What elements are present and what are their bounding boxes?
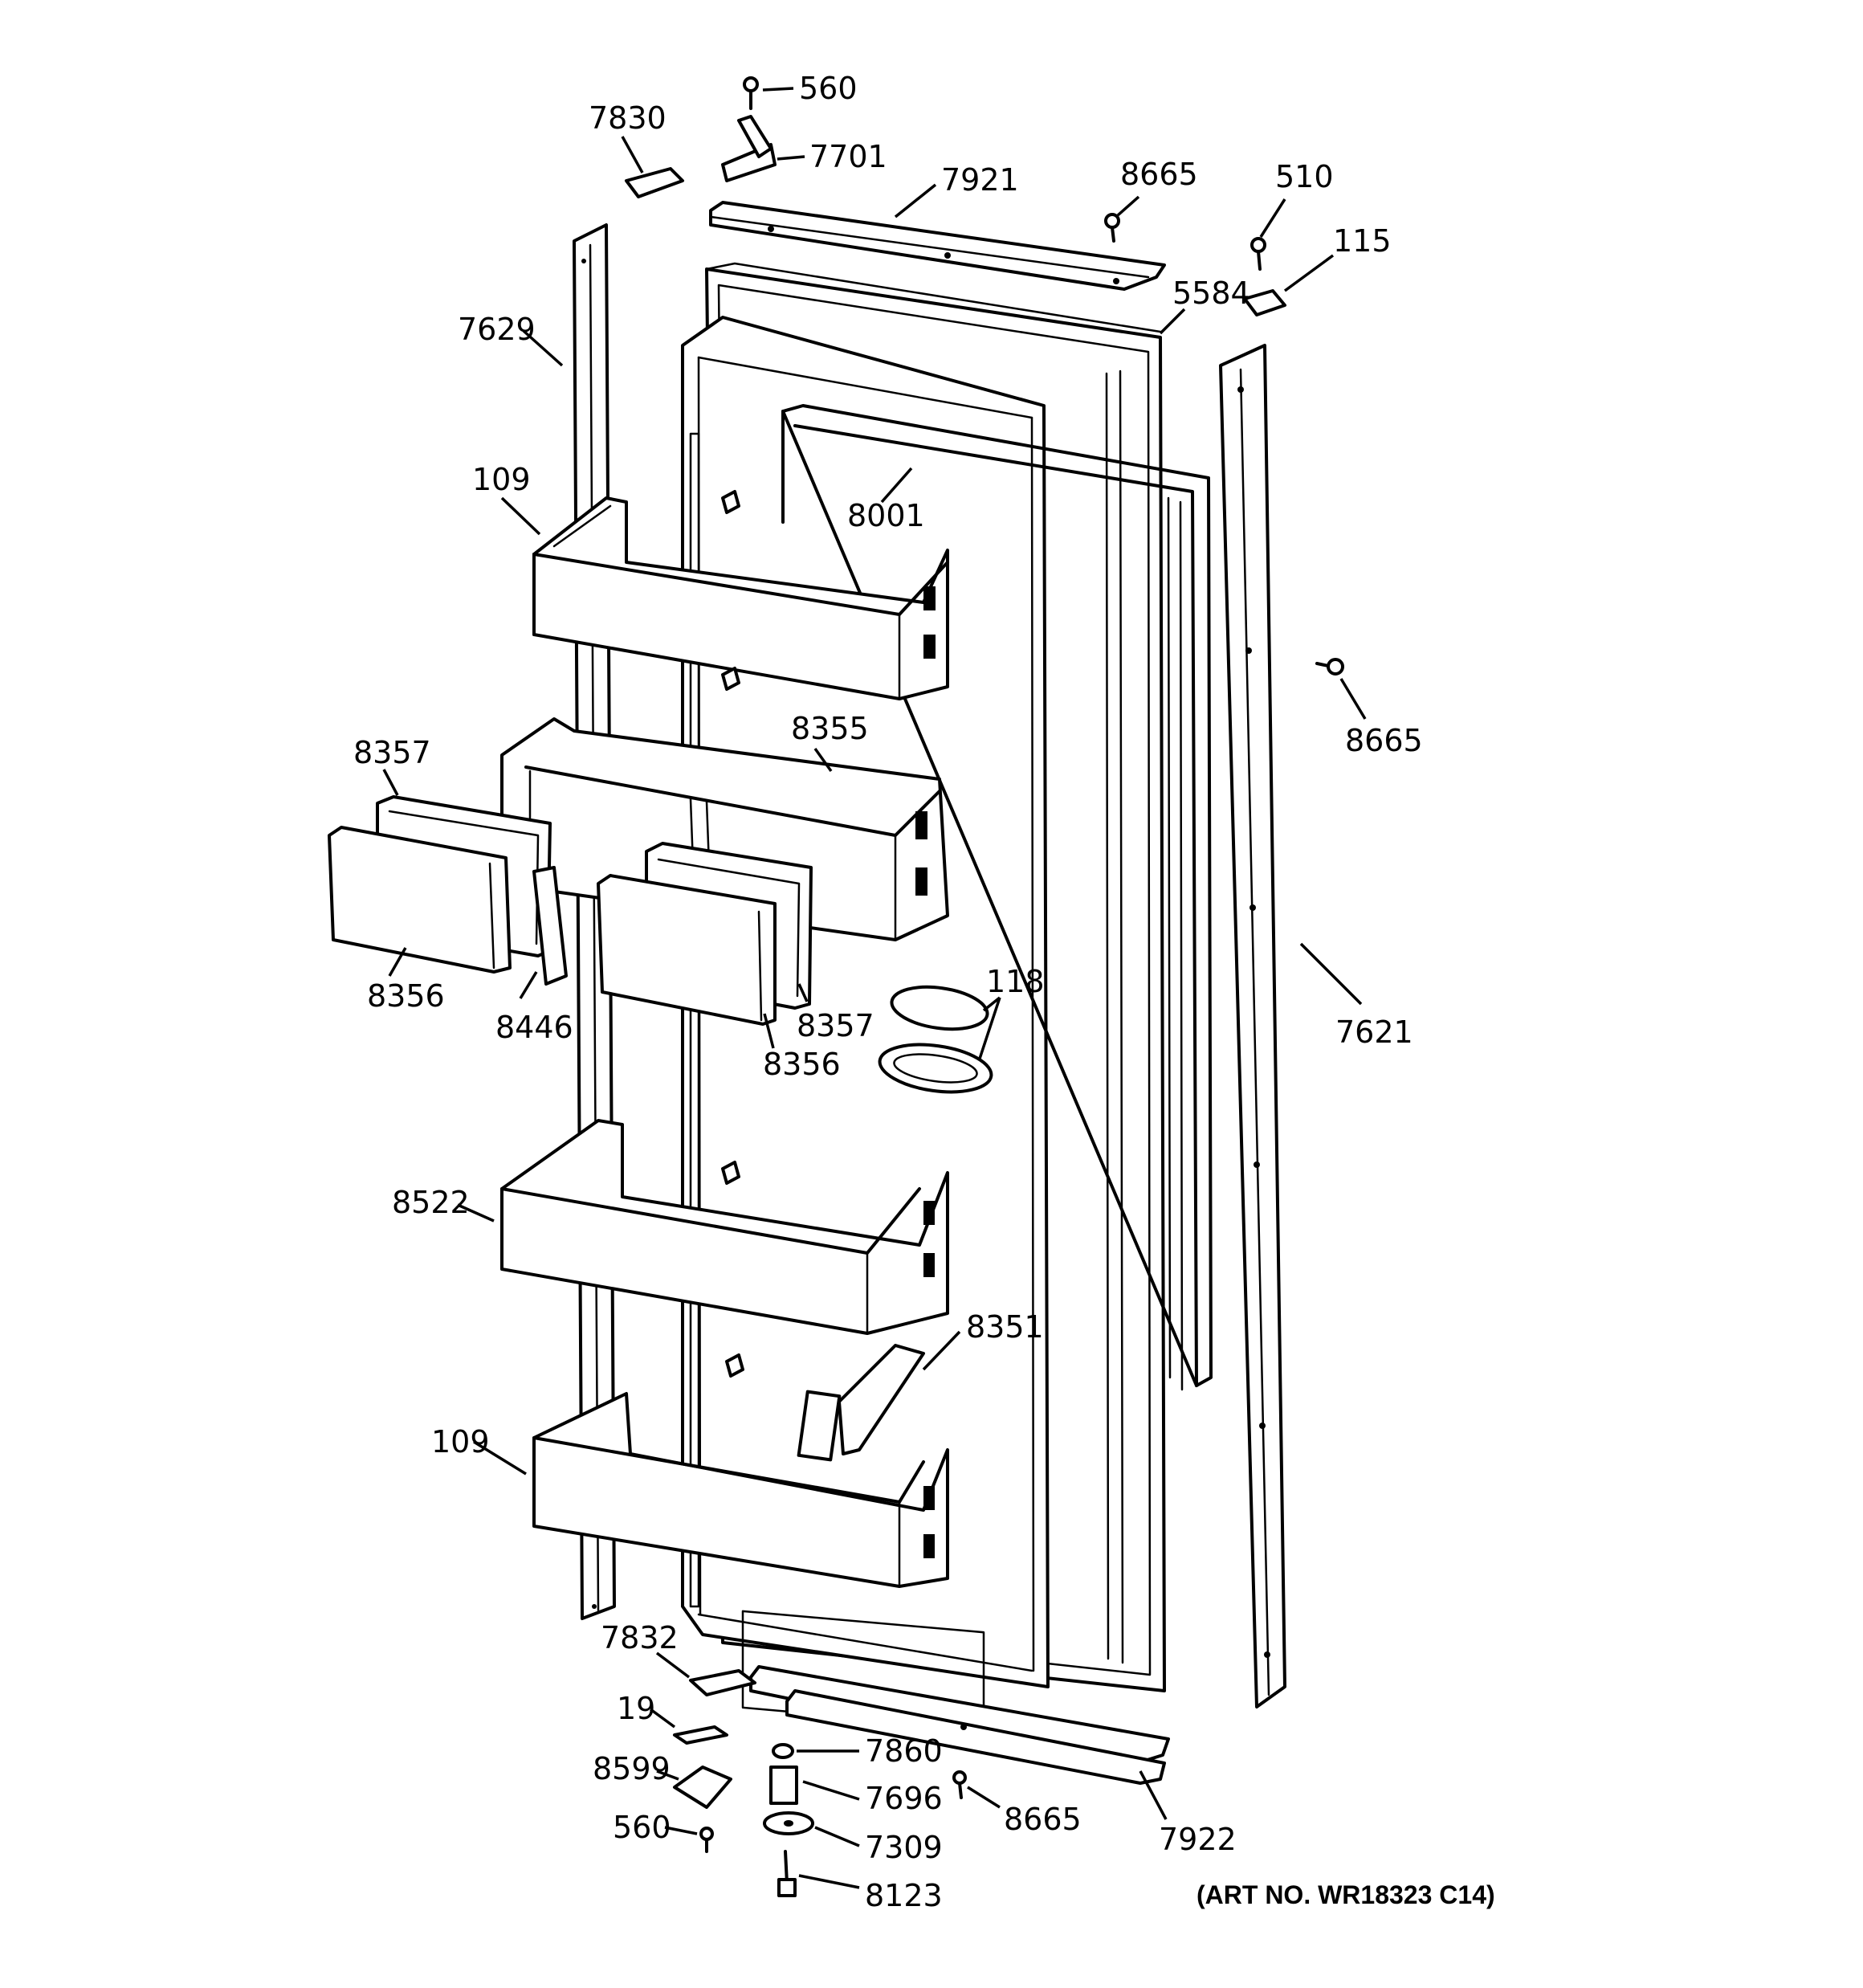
callout-8665-bottom: 8665: [1004, 1802, 1082, 1837]
bracket-8599: [673, 1766, 732, 1809]
callout-5584: 5584: [1172, 276, 1250, 311]
callout-8357-left: 8357: [353, 735, 431, 770]
cap-115: [1243, 289, 1286, 316]
callout-8355: 8355: [791, 711, 869, 746]
callout-8356-left: 8356: [367, 978, 445, 1014]
top-channel: [709, 201, 1166, 291]
bushing-7696: [769, 1766, 798, 1805]
callout-7922: 7922: [1159, 1822, 1237, 1857]
liner-tabs: [721, 490, 744, 1378]
callout-8357-right: 8357: [797, 1008, 874, 1043]
callout-109-bottom: 109: [431, 1424, 490, 1459]
shelf-divider: [532, 866, 568, 986]
screw-8665-top: [1104, 213, 1120, 243]
bolt-8123: [777, 1850, 797, 1897]
callout-115: 115: [1333, 223, 1392, 259]
callout-8522: 8522: [392, 1185, 470, 1220]
callout-8665-top: 8665: [1120, 157, 1198, 192]
bottom-channel: [749, 1665, 1170, 1785]
callout-7701: 7701: [809, 139, 887, 174]
callout-19: 19: [617, 1691, 655, 1726]
screw-510: [1250, 237, 1266, 271]
callout-7621: 7621: [1335, 1014, 1413, 1050]
callout-109-top: 109: [472, 462, 531, 497]
dairy-cover-part: [797, 1344, 925, 1462]
shim-19: [673, 1725, 728, 1745]
callout-8001: 8001: [847, 498, 925, 533]
callout-8356-right: 8356: [763, 1047, 841, 1082]
callout-7832: 7832: [601, 1620, 679, 1655]
shelf-door-left: [328, 826, 512, 974]
callout-7629: 7629: [458, 312, 536, 347]
door-bin-bottom: [532, 1392, 949, 1588]
callout-8665-right: 8665: [1345, 723, 1423, 758]
screw-560-bottom: [699, 1827, 714, 1853]
shelf-door-right: [597, 874, 777, 1026]
right-trim-strip: [1219, 344, 1286, 1708]
callout-8351: 8351: [966, 1309, 1044, 1345]
washer-7309: [763, 1811, 814, 1835]
leader-lines: [382, 87, 1367, 1889]
hinge-cover-7830: [625, 167, 684, 198]
door-bin-top: [532, 496, 949, 700]
callout-7309: 7309: [865, 1830, 943, 1865]
callout-8446: 8446: [495, 1010, 573, 1045]
screw-8665-right: [1315, 658, 1344, 676]
washer-7860: [772, 1743, 794, 1759]
callout-7830: 7830: [589, 100, 667, 136]
callout-7696: 7696: [865, 1781, 943, 1816]
callout-7921: 7921: [941, 162, 1019, 198]
callout-510: 510: [1275, 159, 1334, 194]
callout-118: 118: [986, 964, 1045, 999]
door-gasket: [781, 404, 1213, 1391]
callout-labels: 560 7830 7701 7921 8665 510 115 5584 762…: [353, 71, 1423, 1913]
door-bin-large: [500, 1119, 949, 1335]
callout-7860: 7860: [865, 1733, 943, 1769]
art-number: (ART NO. WR18323 C14): [1196, 1880, 1495, 1909]
callout-8599: 8599: [593, 1751, 671, 1786]
callout-560-top: 560: [799, 71, 858, 106]
screw-8665-bottom: [952, 1770, 967, 1799]
callout-560-bottom: 560: [613, 1810, 671, 1845]
hinge-cover-7832: [689, 1669, 756, 1696]
hinge-7701: [721, 115, 777, 182]
butter-cover-part: [878, 985, 993, 1094]
screw-560-top: [743, 76, 759, 110]
callout-8123: 8123: [865, 1878, 943, 1913]
